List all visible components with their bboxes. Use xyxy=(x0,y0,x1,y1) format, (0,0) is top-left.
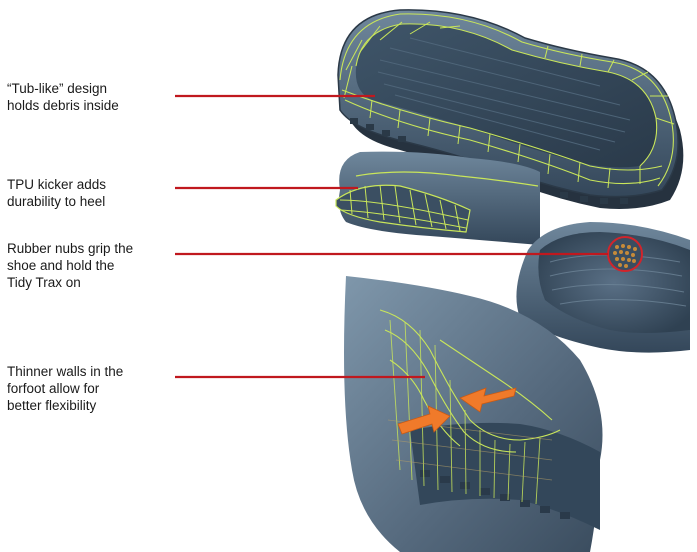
arrow-right-icon xyxy=(397,405,451,435)
leader-lines xyxy=(175,94,608,379)
callout-tpu-kicker: TPU kicker adds durability to heel xyxy=(7,177,107,209)
arrow-left-icon xyxy=(459,387,517,413)
callout-rubber-nubs: Rubber nubs grip the shoe and hold the T… xyxy=(7,241,134,290)
callout-thinner-walls: Thinner walls in the forfoot allow for b… xyxy=(7,364,124,413)
tpu-kicker-image xyxy=(335,151,540,245)
forefoot-image xyxy=(344,276,603,552)
tub-outsole-image xyxy=(337,9,684,209)
callout-tub-design: “Tub-like” design holds debris inside xyxy=(7,81,119,113)
